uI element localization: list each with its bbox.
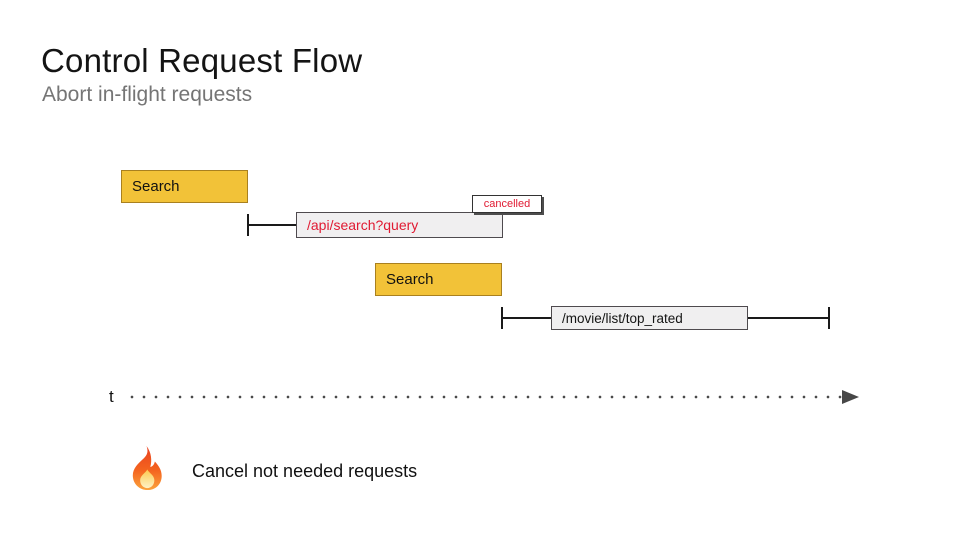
cancelled-badge-label: cancelled — [483, 198, 531, 210]
cancelled-badge: cancelled — [472, 195, 542, 213]
request2-label: /movie/list/top_rated — [562, 310, 683, 326]
request1-start-tick — [247, 214, 249, 236]
search-box-2-label: Search — [386, 271, 434, 288]
time-axis-label: t — [109, 387, 114, 406]
time-axis-arrow-icon — [842, 390, 859, 404]
search-box-2: Search — [375, 263, 502, 296]
page-title: Control Request Flow — [41, 42, 363, 79]
request2-start-tick — [501, 307, 503, 329]
request1-box: /api/search?query — [296, 212, 503, 238]
request2-box: /movie/list/top_rated — [551, 306, 748, 330]
request2-end-tick — [828, 307, 830, 329]
page-subtitle: Abort in-flight requests — [42, 83, 253, 106]
request1-lead-line — [249, 224, 296, 226]
search-box-1-label: Search — [132, 178, 180, 195]
request1-label: /api/search?query — [307, 217, 419, 233]
time-axis-dotted-line — [126, 394, 842, 400]
search-box-1: Search — [121, 170, 248, 203]
request2-tail-line — [748, 317, 829, 319]
footer-note: Cancel not needed requests — [192, 461, 418, 481]
request2-lead-line — [503, 317, 551, 319]
fire-icon — [132, 445, 162, 491]
